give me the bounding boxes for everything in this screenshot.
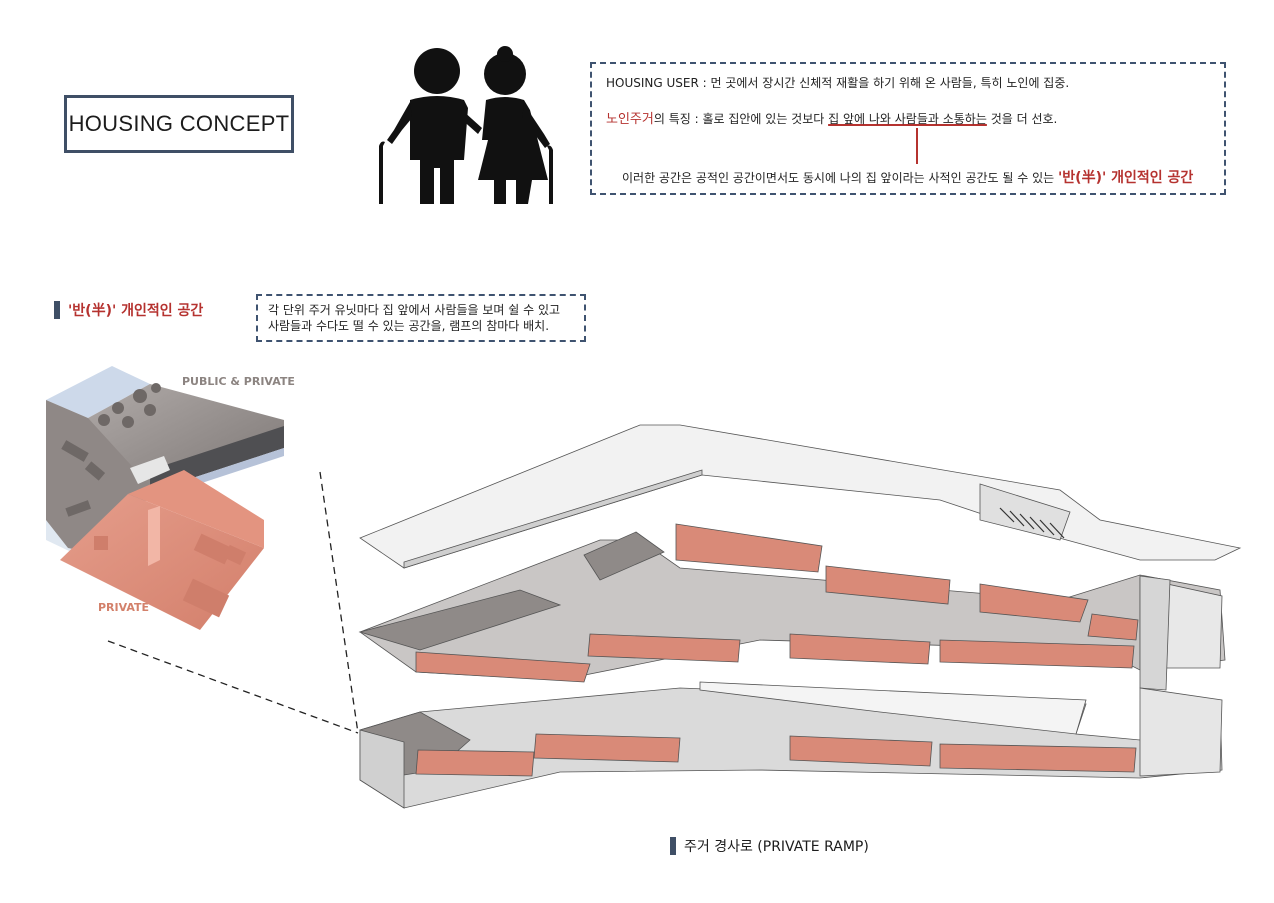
semi-private-heading-text: '반(半)' 개인적인 공간	[68, 303, 204, 319]
feature-underlined: 집 앞에 나와 사람들과 소통하는	[828, 112, 987, 126]
housing-user-box: HOUSING USER : 먼 곳에서 장시간 신체적 재활을 하기 위해 온…	[590, 62, 1226, 195]
unit-axonometric	[46, 366, 284, 630]
connector-line	[916, 128, 918, 164]
public-private-label: PUBLIC & PRIVATE	[182, 375, 295, 388]
semi-private-highlight: '반(半)' 개인적인 공간	[1058, 170, 1194, 186]
housing-user-line: HOUSING USER : 먼 곳에서 장시간 신체적 재활을 하기 위해 온…	[606, 76, 1070, 90]
elderly-housing-feature-line: 노인주거의 특징 : 홀로 집안에 있는 것보다 집 앞에 나와 사람들과 소통…	[606, 108, 1057, 127]
feature-text-a: 의 특징 : 홀로 집안에 있는 것보다	[653, 112, 829, 126]
ramp-level-top	[359, 424, 1242, 569]
heading-bar	[54, 301, 60, 319]
description-line-2: 사람들과 수다도 떨 수 있는 공간을, 램프의 참마다 배치.	[268, 319, 550, 333]
ramp-caption-text: 주거 경사로 (PRIVATE RAMP)	[684, 839, 869, 855]
semi-private-description-box: 각 단위 주거 유닛마다 집 앞에서 사람들을 보며 쉴 수 있고 사람들과 수…	[256, 294, 586, 342]
description-line-1: 각 단위 주거 유닛마다 집 앞에서 사람들을 보며 쉴 수 있고	[268, 303, 561, 317]
semi-private-heading: '반(半)' 개인적인 공간	[54, 300, 203, 320]
elderly-housing-highlight: 노인주거	[606, 112, 654, 127]
conclusion-text: 이러한 공간은 공적인 공간이면서도 동시에 나의 집 앞이라는 사적인 공간도…	[622, 171, 1058, 185]
ramp-level-middle	[358, 523, 1226, 691]
feature-text-b: 것을 더 선호.	[986, 112, 1058, 126]
semi-private-conclusion-line: 이러한 공간은 공적인 공간이면서도 동시에 나의 집 앞이라는 사적인 공간도…	[622, 167, 1193, 187]
ramp-caption: 주거 경사로 (PRIVATE RAMP)	[670, 836, 869, 856]
page-title: HOUSING CONCEPT	[64, 95, 294, 153]
caption-bar	[670, 837, 676, 855]
ramp-level-bottom	[359, 681, 1223, 809]
private-label: PRIVATE	[98, 601, 150, 614]
